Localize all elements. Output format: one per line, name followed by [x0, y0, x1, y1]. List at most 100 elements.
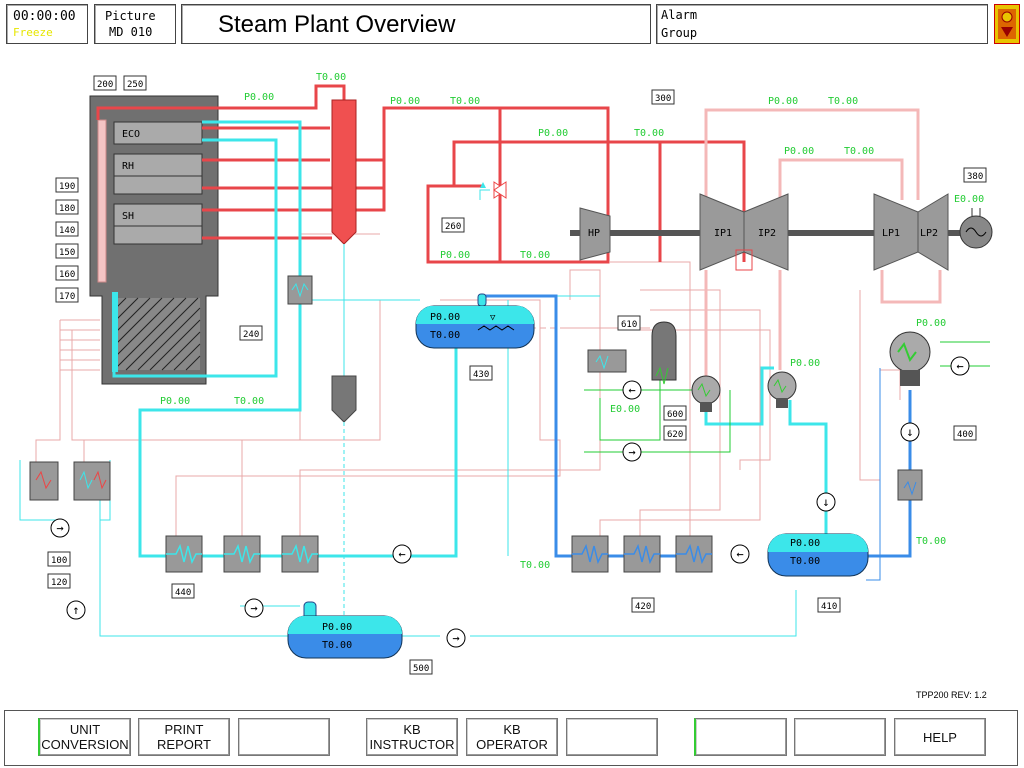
clock-time: 00:00:00 [13, 9, 76, 24]
reading-e-aux: E0.00 [610, 404, 640, 415]
reading-p-steam: P0.00 [244, 92, 274, 103]
kb-operator-button[interactable]: KB OPERATOR [466, 718, 558, 756]
svg-text:↓: ↓ [906, 425, 913, 439]
reading-t-hp-in: T0.00 [520, 250, 550, 261]
lp2-turbine [917, 193, 949, 271]
tag-610: 610 [621, 320, 637, 330]
flow-arrow-icon [244, 598, 264, 618]
tag-430: 430 [473, 370, 489, 380]
attemperator [287, 275, 313, 305]
alarm-group-box[interactable]: Alarm Group [656, 4, 988, 44]
reheater-lower [113, 175, 203, 195]
deaerator-tank: ▽ [415, 293, 535, 349]
empty-button-8[interactable] [794, 718, 886, 756]
reading-p-lp: P0.00 [784, 146, 814, 157]
empty-button-7[interactable] [694, 718, 787, 756]
tag-120: 120 [51, 578, 67, 588]
feed-tank [287, 601, 403, 659]
reading-p-hp-in: P0.00 [440, 250, 470, 261]
help-button[interactable]: HELP [894, 718, 986, 756]
pump-icon [691, 375, 721, 412]
process-diagram: ECO RH SH [19, 72, 993, 675]
control-valve-icon [480, 181, 507, 199]
heater-left-cyan [73, 461, 111, 501]
tag-380: 380 [967, 172, 983, 182]
generator-icon [959, 208, 993, 249]
company-logo [994, 4, 1020, 44]
unit-conversion-button[interactable]: UNIT CONVERSION [38, 718, 131, 756]
reading-t-drum: T0.00 [316, 72, 346, 83]
svg-text:←: ← [628, 383, 635, 397]
title-bar: Steam Plant Overview [181, 4, 651, 44]
tag-240: 240 [243, 330, 259, 340]
tag-250: 250 [127, 80, 143, 90]
version-label: TPP200 REV: 1.2 [916, 690, 987, 700]
condensate-lines [480, 294, 912, 558]
tag-300: 300 [655, 94, 671, 104]
empty-button-3[interactable] [238, 718, 330, 756]
tag-260: 260 [445, 222, 461, 232]
group-label: Group [661, 26, 698, 40]
page-title: Steam Plant Overview [218, 11, 456, 38]
flow-arrow-icon [446, 628, 466, 648]
flow-arrow-icon [900, 422, 920, 442]
reading-p-cond2: P0.00 [790, 358, 820, 369]
reading-p-cond: P0.00 [916, 318, 946, 329]
lp-heaters [571, 535, 713, 573]
tag-420: 420 [635, 602, 651, 612]
superheater-lower [113, 225, 203, 245]
lp1-label: LP1 [882, 228, 900, 239]
print-report-button[interactable]: PRINT REPORT [138, 718, 230, 756]
svg-text:→: → [56, 521, 63, 535]
sh-label: SH [122, 211, 134, 222]
empty-button-6[interactable] [566, 718, 658, 756]
reading-p-fw: P0.00 [160, 396, 190, 407]
feedwater-lines [112, 120, 828, 558]
tag-150: 150 [59, 248, 75, 258]
reading-t-lp-heater: T0.00 [520, 560, 550, 571]
tag-400: 400 [957, 430, 973, 440]
reading-p-main: P0.00 [390, 96, 420, 107]
hotwell-tank [767, 533, 869, 577]
feedtank-pressure: P0.00 [322, 622, 352, 633]
kb-instructor-button[interactable]: KB INSTRUCTOR [366, 718, 458, 756]
svg-text:←: ← [956, 359, 963, 373]
picture-id-box: Picture MD 010 [94, 4, 176, 44]
lp-steam-lines [704, 108, 942, 380]
main-condenser-pump-icon [889, 331, 931, 386]
tag-500: 500 [413, 664, 429, 674]
svg-text:→: → [628, 445, 635, 459]
flow-arrow-icon [730, 544, 750, 564]
tag-190: 190 [59, 182, 75, 192]
flow-arrow-icon [392, 544, 412, 564]
deaerator-pressure: P0.00 [430, 312, 460, 323]
tag-170: 170 [59, 292, 75, 302]
svg-text:→: → [250, 601, 257, 615]
reading-t-cond-out: T0.00 [916, 536, 946, 547]
tag-410: 410 [821, 602, 837, 612]
tag-200: 200 [97, 80, 113, 90]
flow-arrow-icon [66, 600, 86, 620]
reading-t-main: T0.00 [450, 96, 480, 107]
condenser-vessel [651, 321, 677, 381]
hotwell-temp: T0.00 [790, 556, 820, 567]
tag-600: 600 [667, 410, 683, 420]
reading-t-lp: T0.00 [844, 146, 874, 157]
svg-text:▽: ▽ [490, 313, 496, 323]
eco-label: ECO [122, 129, 140, 140]
ip2-label: IP2 [758, 228, 776, 239]
turbines [579, 193, 949, 271]
hp-label: HP [588, 228, 600, 239]
freeze-status: Freeze [13, 26, 53, 39]
svg-text:←: ← [736, 547, 743, 561]
flow-arrow-icon [622, 442, 642, 462]
gland-condenser [587, 349, 627, 373]
reading-t-mid: T0.00 [634, 128, 664, 139]
flow-arrow-icon [50, 518, 70, 538]
hp-heaters [165, 535, 319, 573]
tag-140: 140 [59, 226, 75, 236]
alarm-label: Alarm [661, 8, 698, 22]
simulation-clock: 00:00:00 Freeze [6, 4, 88, 44]
pump-icon [767, 371, 797, 408]
svg-text:←: ← [398, 547, 405, 561]
